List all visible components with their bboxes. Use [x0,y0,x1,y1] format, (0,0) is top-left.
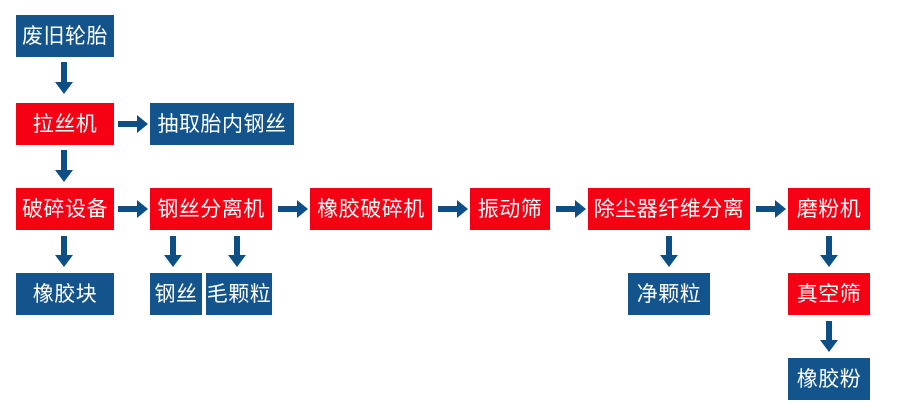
node-label: 振动筛 [477,196,543,221]
node-rubber-block[interactable]: 橡胶块 [16,273,114,315]
node-wire-drawing-machine[interactable]: 拉丝机 [16,103,114,145]
arrow-down-vacuum-screen-to-rubber-powder [818,321,840,353]
node-dust-fiber-separator[interactable]: 除尘器纤维分离 [588,188,750,230]
node-vibrating-screen[interactable]: 振动筛 [470,188,550,230]
node-label: 毛颗粒 [206,281,272,306]
node-extract-bead-wire[interactable]: 抽取胎内钢丝 [150,103,294,145]
node-clean-granule[interactable]: 净颗粒 [628,273,710,315]
arrow-down-grinding-mill-to-vacuum-screen [818,236,840,268]
arrow-right-rubber-crusher-to-vibrating-screen [438,198,468,220]
node-label: 抽取胎内钢丝 [157,111,287,136]
node-steel-wire-separator[interactable]: 钢丝分离机 [150,188,272,230]
node-label: 橡胶破碎机 [317,196,425,221]
arrow-right-wire-drawing-to-extract-bead-wire [118,113,148,135]
node-label: 橡胶块 [32,281,98,306]
node-label: 破碎设备 [22,196,108,221]
node-label: 除尘器纤维分离 [593,196,745,221]
arrow-down-waste-tire-to-wire-drawing [53,62,75,96]
node-label: 橡胶粉 [796,366,862,391]
node-waste-tire[interactable]: 废旧轮胎 [16,15,114,57]
arrow-right-crushing-to-steel-wire-separator [118,198,148,220]
arrow-down-crushing-to-rubber-block [53,236,75,268]
arrow-down-separator-to-fiber-granule [226,236,248,268]
arrow-right-dust-separator-to-grinding-mill [756,198,786,220]
node-steel-wire[interactable]: 钢丝 [150,273,202,315]
node-vacuum-screen[interactable]: 真空筛 [788,273,870,315]
node-crushing-equipment[interactable]: 破碎设备 [16,188,114,230]
node-label: 钢丝分离机 [157,196,265,221]
node-label: 废旧轮胎 [22,23,108,48]
arrow-down-wire-drawing-to-crushing [53,150,75,184]
node-rubber-powder[interactable]: 橡胶粉 [788,358,870,400]
node-label: 净颗粒 [636,281,702,306]
node-label: 真空筛 [796,281,862,306]
arrow-right-steel-wire-separator-to-rubber-crusher [278,198,308,220]
arrow-right-vibrating-screen-to-dust-separator [556,198,586,220]
node-grinding-mill[interactable]: 磨粉机 [788,188,870,230]
arrow-down-separator-to-steel-wire [162,236,184,268]
node-label: 钢丝 [154,281,198,306]
node-label: 拉丝机 [32,111,98,136]
node-rubber-crusher[interactable]: 橡胶破碎机 [310,188,432,230]
node-label: 磨粉机 [796,196,862,221]
node-fiber-granule[interactable]: 毛颗粒 [206,273,272,315]
arrow-down-dust-separator-to-clean-granule [658,236,680,268]
